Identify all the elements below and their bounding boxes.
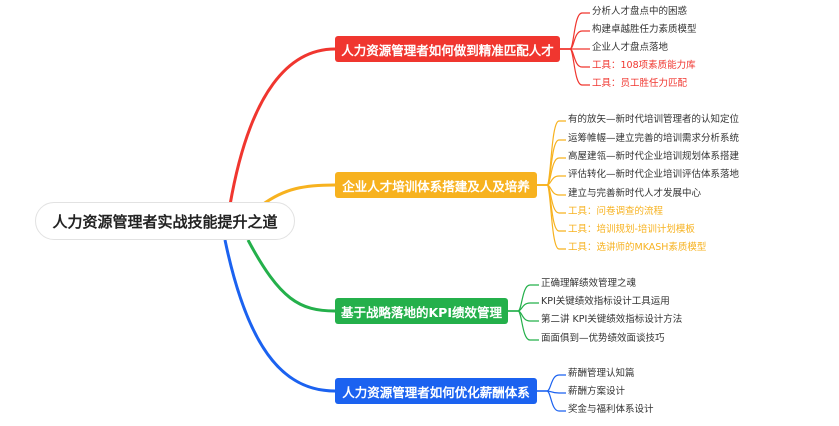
leaf-connector [560,48,590,68]
leaf-connector [537,184,566,196]
leaf-connector [508,302,539,312]
leaf-node[interactable]: 评估转化—新时代企业培训评估体系落地 [568,169,740,180]
leaf-node[interactable]: 面面俱到—优势绩效面谈技巧 [541,333,665,344]
leaf-connector [508,310,539,322]
leaf-connector [537,390,566,412]
leaf-node[interactable]: 正确理解绩效管理之魂 [541,278,637,289]
root-node[interactable]: 人力资源管理者实战技能提升之道 [35,202,295,240]
leaf-node[interactable]: 有的放矢—新时代培训管理者的认知定位 [568,114,740,125]
leaf-node[interactable]: 奖金与福利体系设计 [568,404,654,415]
leaf-connector [537,184,566,232]
leaf-connector [508,284,539,312]
branch-training-system[interactable]: 企业人才培训体系搭建及人及培养 [335,172,537,198]
leaf-connector [537,374,566,392]
leaf-node[interactable]: 薪酬方案设计 [568,386,626,397]
leaf-node[interactable]: 高屋建瓴—新时代企业培训规划体系搭建 [568,151,740,162]
leaf-node[interactable]: 工具：选讲师的MKASH素质模型 [568,242,707,253]
leaf-node[interactable]: 分析人才盘点中的困惑 [592,6,688,17]
branch-compensation[interactable]: 人力资源管理者如何优化薪酬体系 [335,378,537,404]
leaf-node[interactable]: 工具：员工胜任力匹配 [592,78,688,89]
leaf-connector [508,310,539,341]
leaf-node[interactable]: 工具：问卷调查的流程 [568,206,664,217]
leaf-node[interactable]: 企业人才盘点落地 [592,42,669,53]
leaf-node[interactable]: 构建卓越胜任力素质模型 [592,24,697,35]
leaf-connector [537,175,566,186]
leaf-node[interactable]: 薪酬管理认知篇 [568,368,635,379]
leaf-connector [537,184,566,250]
branch-talent-matching[interactable]: 人力资源管理者如何做到精准匹配人才 [335,36,560,62]
leaf-node[interactable]: 运筹帷幄—建立完善的培训需求分析系统 [568,133,740,144]
leaf-node[interactable]: 建立与完善新时代人才发展中心 [568,188,702,199]
leaf-connector [537,139,566,186]
leaf-node[interactable]: 第二讲 KPI关键绩效指标设计方法 [541,314,683,325]
branch-kpi-performance[interactable]: 基于战略落地的KPI绩效管理 [335,298,508,324]
leaf-node[interactable]: 工具：培训规划-培训计划模板 [568,224,695,235]
leaf-connector [560,30,590,50]
leaf-connector [560,48,590,86]
leaf-node[interactable]: 工具：108项素质能力库 [592,60,696,71]
leaf-node[interactable]: KPI关键绩效指标设计工具运用 [541,296,670,307]
